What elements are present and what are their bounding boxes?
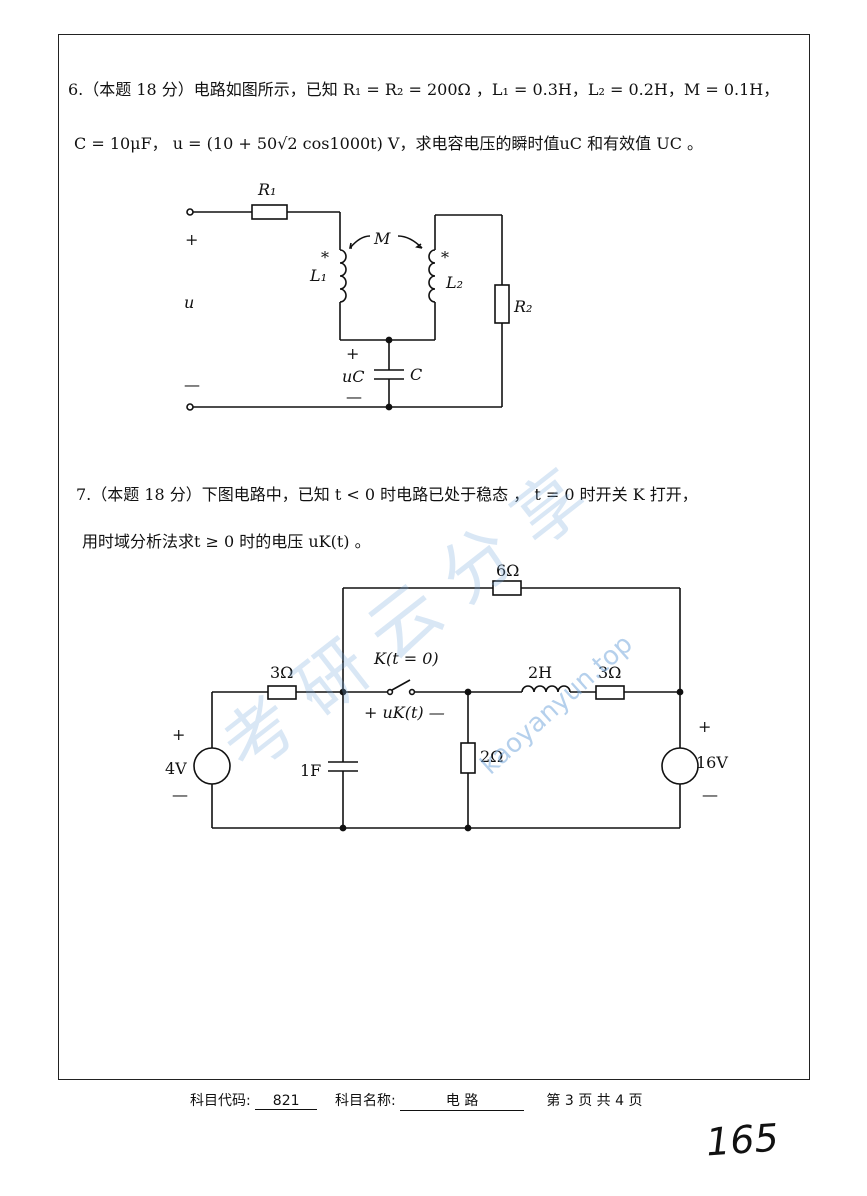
q6-line1: 6.（本题 18 分）电路如图所示，已知 R₁ = R₂ = 200Ω ，L₁ … [68, 80, 780, 99]
voltage-source-16v [661, 747, 699, 785]
label-uc-minus: — [346, 387, 362, 406]
label-uc-plus: + [346, 344, 359, 363]
footer-page: 第 3 页 共 4 页 [546, 1093, 643, 1109]
label-16v-plus: + [698, 717, 711, 736]
label-4v-plus: + [172, 725, 185, 744]
resistor-r1 [251, 204, 288, 220]
q7-line1: 7.（本题 18 分）下图电路中，已知 t < 0 时电路已处于稳态 ， t =… [76, 485, 698, 504]
label-l2: L₂ [445, 273, 463, 292]
label-u: u [184, 293, 194, 312]
inductor-l2 [428, 249, 436, 303]
label-3ohm-right: 3Ω [598, 663, 621, 682]
dot-l2: * [441, 248, 449, 267]
voltage-source-4v [193, 747, 231, 785]
label-l1: L₁ [309, 266, 327, 285]
footer-name: 电 路 [400, 1090, 525, 1111]
q6-line2: C = 10μF， u = (10 + 50√2 cos1000t) V，求电容… [74, 134, 704, 153]
label-3ohm-left: 3Ω [270, 663, 293, 682]
footer: 科目代码: 821 科目名称: 电 路 第 3 页 共 4 页 [190, 1090, 643, 1111]
label-r1: R₁ [257, 180, 276, 199]
label-u-plus: + [185, 230, 198, 249]
resistor-2ohm [460, 742, 476, 774]
label-4v-minus: — [172, 785, 188, 804]
label-r2: R₂ [513, 297, 532, 316]
label-16v-minus: — [702, 785, 718, 804]
label-1f: 1F [300, 761, 321, 780]
q7-line2: 用时域分析法求t ≥ 0 时的电压 uK(t) 。 [82, 532, 371, 551]
resistor-3ohm-right [595, 685, 625, 700]
circuit-2 [193, 580, 699, 832]
label-switch: K(t = 0) [373, 649, 439, 668]
label-uk: + uK(t) — [364, 703, 445, 722]
footer-code-label: 科目代码: [190, 1093, 251, 1109]
switch-k [391, 679, 411, 691]
dot-l1: * [321, 248, 329, 267]
label-16v: 16V [696, 753, 728, 772]
label-4v: 4V [165, 759, 187, 778]
label-c: C [410, 365, 422, 384]
label-m: M [373, 229, 391, 248]
label-2ohm: 2Ω [480, 747, 503, 766]
label-u-minus: — [184, 375, 200, 394]
footer-code: 821 [255, 1093, 318, 1110]
label-6ohm: 6Ω [496, 561, 519, 580]
footer-name-label: 科目名称: [334, 1093, 396, 1109]
circuit-1 [186, 204, 510, 411]
handwritten-page-number: 165 [704, 1115, 780, 1165]
page-border [58, 34, 810, 1080]
inductor-2h [521, 685, 571, 693]
label-2h: 2H [528, 663, 552, 682]
label-uc: uC [342, 367, 365, 386]
inductor-l1 [339, 249, 347, 303]
resistor-r2 [494, 284, 510, 324]
